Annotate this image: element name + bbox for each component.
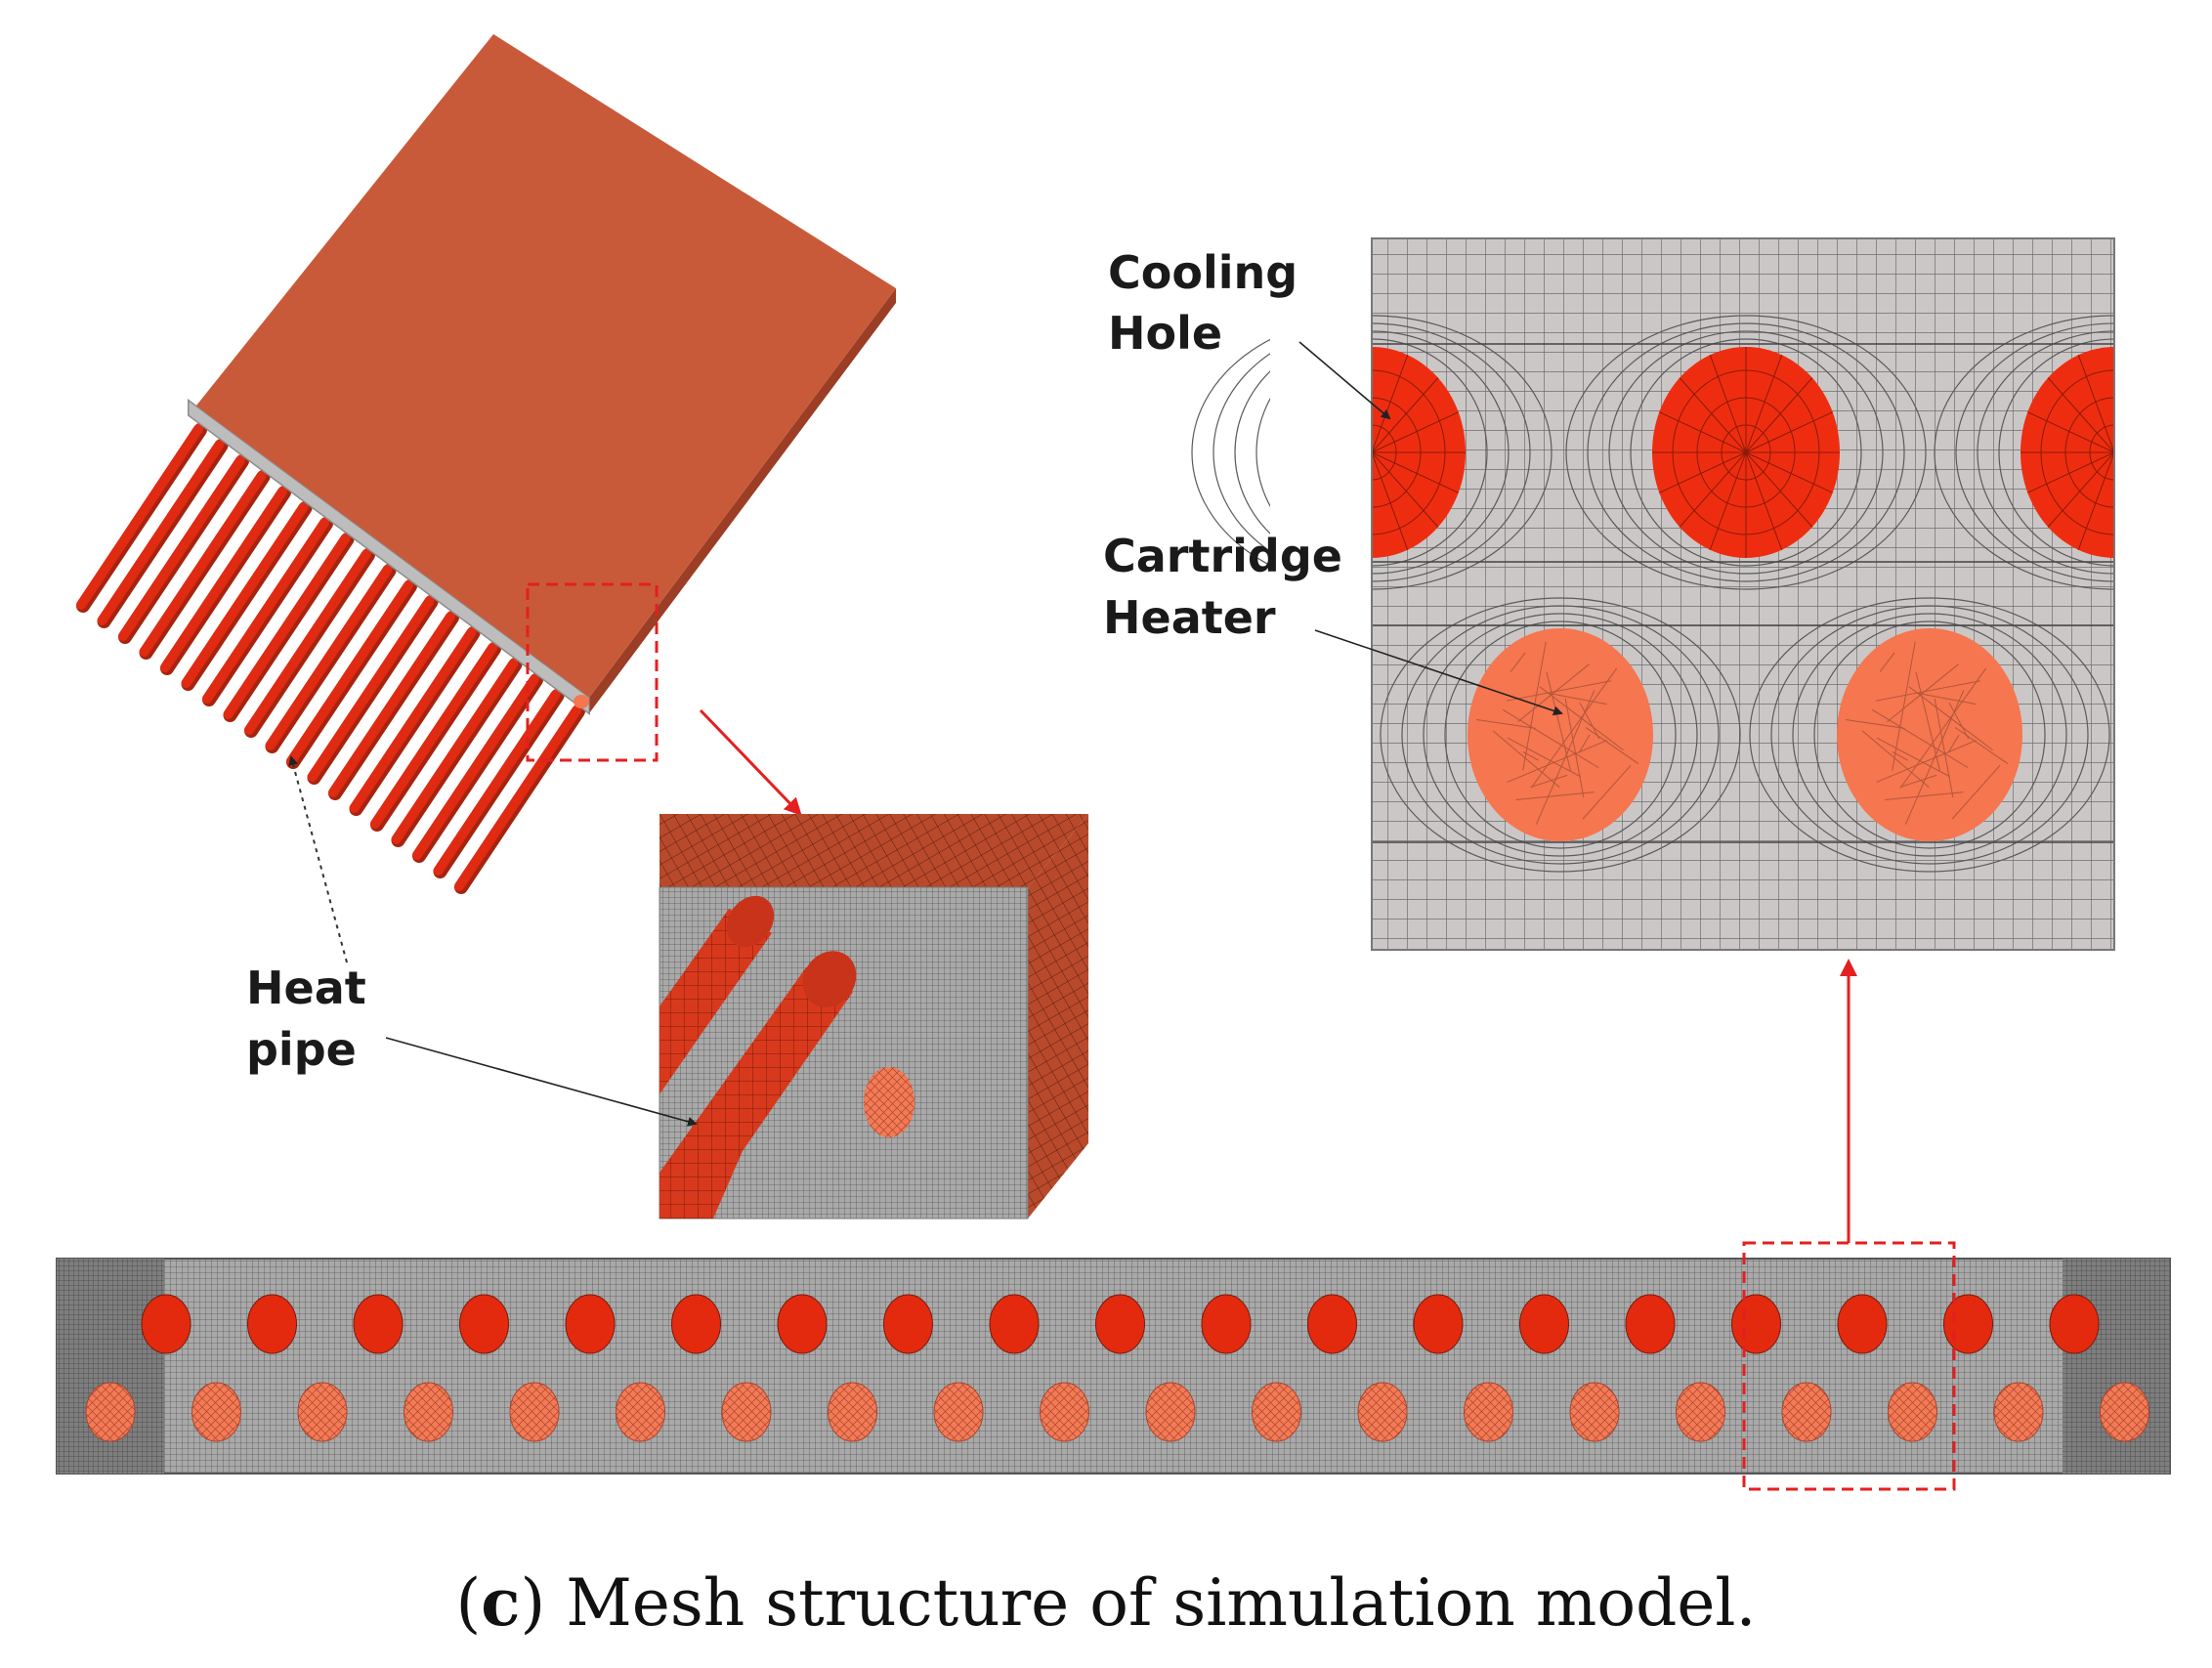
block-top-face [189, 34, 896, 698]
strip-cooling-hole-9 [989, 1294, 1040, 1354]
front-hole [574, 695, 589, 708]
heat-pipe-12 [307, 596, 435, 782]
heat-pipe-1 [76, 424, 203, 610]
leader-heat-pipe-lower [385, 1037, 698, 1127]
strip-cooling-hole-6 [671, 1294, 721, 1354]
mesh-detail-cutaway [659, 814, 1088, 1219]
strip-cartridge-heater-8 [828, 1382, 877, 1442]
strip-cartridge-heater-5 [509, 1382, 560, 1442]
strip-cartridge-heater-1 [85, 1382, 136, 1442]
label-heat-pipe: Heat pipe [246, 962, 366, 1076]
strip-cooling-hole-1 [141, 1294, 191, 1354]
strip-cartridge-heater-10 [1040, 1382, 1089, 1442]
svg-text:Cooling: Cooling [1108, 246, 1297, 299]
svg-text:Heater: Heater [1103, 591, 1276, 644]
heat-pipe-18 [433, 690, 561, 876]
label-cooling-hole: Cooling Hole [1108, 246, 1297, 360]
heat-pipe-14 [349, 627, 477, 813]
svg-text:Cartridge: Cartridge [1103, 530, 1342, 582]
block-side-face [589, 288, 896, 713]
mesh-zoom-view [1191, 225, 2212, 967]
strip-cooling-hole-19 [2049, 1294, 2100, 1354]
strip-cartridge-heater-6 [616, 1382, 665, 1442]
strip-cooling-hole-11 [1201, 1294, 1252, 1354]
svg-text:pipe: pipe [246, 1023, 357, 1076]
strip-cooling-hole-18 [1943, 1294, 1993, 1354]
heat-pipe-11 [286, 580, 413, 766]
strip-cooling-hole-15 [1625, 1294, 1676, 1354]
heat-pipes [76, 423, 585, 894]
detail-heater-section [864, 1067, 915, 1137]
svg-text:Heat: Heat [246, 962, 366, 1014]
zoom-box-block [526, 582, 659, 762]
strip-cooling-hole-4 [459, 1294, 509, 1354]
strip-cooling-hole-5 [565, 1294, 616, 1354]
zoom-box-strip [1742, 1241, 1956, 1491]
heat-pipe-15 [370, 643, 497, 829]
strip-cooling-hole-13 [1413, 1294, 1464, 1354]
mesh-strip [56, 1241, 2171, 1491]
strip-cooling-hole-7 [777, 1294, 828, 1354]
heat-pipe-19 [454, 706, 581, 891]
strip-cartridge-heater-20 [2100, 1382, 2149, 1442]
heat-pipe-2 [97, 440, 225, 625]
strip-cooling-hole-2 [247, 1294, 297, 1354]
strip-cooling-hole-10 [1095, 1294, 1145, 1354]
strip-cartridge-heater-9 [933, 1382, 984, 1442]
strip-cartridge-heater-18 [1888, 1382, 1937, 1442]
copper-block-3d [76, 34, 896, 894]
heat-pipe-13 [328, 612, 455, 797]
figure-caption: (c) Mesh structure of simulation model. [456, 1564, 1757, 1641]
strip-cartridge-heater-15 [1569, 1382, 1620, 1442]
strip-cartridge-heater-17 [1781, 1382, 1832, 1442]
strip-cartridge-heater-13 [1357, 1382, 1408, 1442]
leader-cartridge-heater [1314, 629, 1563, 716]
strip-cartridge-heater-2 [191, 1382, 241, 1442]
heat-pipe-10 [265, 565, 393, 750]
strip-cartridge-heater-11 [1145, 1382, 1196, 1442]
leader-cooling-hole [1298, 341, 1391, 420]
svg-text:Hole: Hole [1108, 307, 1222, 360]
strip-cartridge-heater-7 [721, 1382, 772, 1442]
heat-pipe-3 [118, 455, 245, 641]
label-cartridge-heater: Cartridge Heater [1103, 530, 1342, 644]
heat-pipe-8 [223, 534, 351, 719]
strip-cartridge-heater-3 [297, 1382, 348, 1442]
cartridge-heater-2 [1837, 628, 2022, 841]
heat-pipe-4 [139, 471, 267, 657]
strip-cartridge-heater-16 [1676, 1382, 1725, 1442]
strip-cartridge-heater-12 [1252, 1382, 1301, 1442]
strip-cartridge-heater-14 [1464, 1382, 1513, 1442]
strip-cooling-hole-12 [1307, 1294, 1357, 1354]
heat-pipe-5 [160, 487, 287, 672]
heat-pipe-16 [391, 659, 519, 844]
leader-heat-pipe-upper [288, 755, 348, 963]
strip-cooling-hole-3 [353, 1294, 404, 1354]
strip-cooling-hole-16 [1731, 1294, 1781, 1354]
red-callout-arrow [699, 708, 802, 816]
heat-pipe-7 [202, 518, 329, 704]
strip-cooling-hole-8 [883, 1294, 933, 1354]
strip-cartridge-heater-19 [1993, 1382, 2044, 1442]
strip-cartridge-heater-4 [404, 1382, 453, 1442]
heat-pipe-17 [412, 674, 539, 860]
strip-cooling-hole-14 [1519, 1294, 1569, 1354]
heat-pipe-6 [181, 502, 309, 688]
cartridge-heater-1 [1468, 628, 1653, 841]
strip-cooling-hole-17 [1837, 1294, 1888, 1354]
heat-pipe-9 [244, 549, 371, 735]
